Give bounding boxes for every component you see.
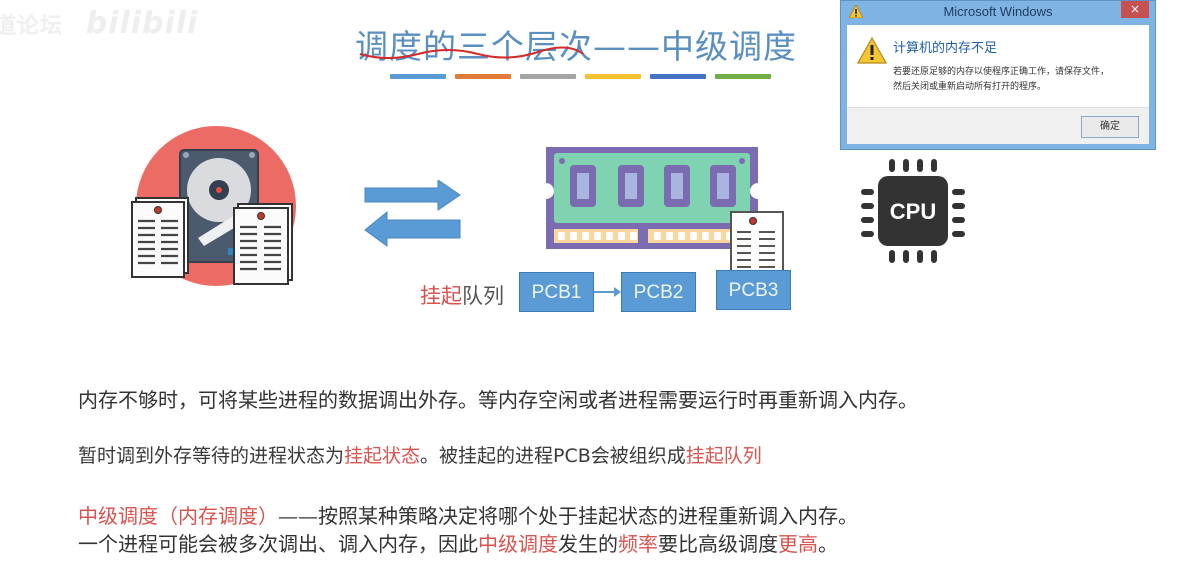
titlebar-warning-icon — [849, 5, 863, 18]
queue-link-arrow-icon — [594, 287, 621, 297]
ram-module-icon — [546, 147, 758, 249]
title-color-bar — [390, 74, 446, 79]
low-memory-dialog: Microsoft Windows × 计算机的内存不足 若要还原足够的内存以使… — [840, 0, 1156, 150]
dialog-ok-button[interactable]: 确定 — [1081, 116, 1139, 138]
title-color-bar — [585, 74, 641, 79]
text-segment: 发生的 — [558, 532, 618, 556]
dialog-close-button[interactable]: × — [1121, 1, 1149, 18]
pcb3-document-icon — [730, 211, 784, 274]
dialog-title: Microsoft Windows — [943, 4, 1053, 19]
text-segment: 。 — [818, 532, 838, 556]
suspend-queue-label: 挂起队列 — [420, 280, 504, 310]
pcb-2: PCB2 — [621, 272, 696, 312]
suspend-queue-label-grey: 队列 — [462, 284, 504, 308]
title-color-bar — [455, 74, 511, 79]
highlighted-term: 中级调度 — [478, 532, 558, 556]
cpu-label: CPU — [890, 199, 936, 224]
warning-icon — [857, 37, 887, 64]
text-segment: 。被挂起的进程PCB会被组织成 — [420, 445, 686, 467]
highlighted-term: 中级调度（内存调度） — [78, 504, 278, 528]
paragraph-suspend-state: 暂时调到外存等待的进程状态为挂起状态。被挂起的进程PCB会被组织成挂起队列 — [78, 441, 762, 468]
cpu-icon: CPU — [861, 159, 965, 263]
text-segment: 暂时调到外存等待的进程状态为 — [78, 445, 345, 467]
highlighted-term: 挂起状态 — [344, 445, 421, 467]
dialog-message-line-1: 若要还原足够的内存以使程序正确工作，请保存文件， — [893, 67, 1110, 77]
dialog-message: 若要还原足够的内存以使程序正确工作，请保存文件， 然后关闭或重新启动所有打开的程… — [893, 65, 1143, 95]
dialog-titlebar[interactable]: Microsoft Windows × — [841, 1, 1155, 25]
paragraph-medium-scheduling-frequency: 一个进程可能会被多次调出、调入内存，因此中级调度发生的频率要比高级调度更高。 — [78, 528, 838, 557]
suspend-queue-label-red: 挂起 — [420, 284, 462, 308]
highlighted-term: 挂起队列 — [685, 445, 762, 467]
slide-title: 调度的三个层次——中级调度 — [355, 27, 797, 66]
text-segment: 要比高级调度 — [658, 532, 778, 556]
paragraph-memory-shortage: 内存不够时，可将某些进程的数据调出外存。等内存空闲或者进程需要运行时再重新调入内… — [78, 388, 918, 412]
swap-arrows-icon — [364, 180, 461, 247]
title-annotation-underline — [359, 46, 584, 59]
title-color-bars — [390, 74, 771, 79]
dialog-body: 计算机的内存不足 若要还原足够的内存以使程序正确工作，请保存文件， 然后关闭或重… — [847, 25, 1149, 107]
dialog-message-line-2: 然后关闭或重新启动所有打开的程序。 — [893, 82, 1047, 92]
highlighted-term: 频率 — [618, 532, 658, 556]
watermark-text: 道论坛 — [0, 14, 64, 39]
title-color-bar — [650, 74, 706, 79]
hard-disk-with-documents-icon — [131, 126, 296, 286]
title-color-bar — [520, 74, 576, 79]
dialog-footer: 确定 — [847, 107, 1149, 144]
bilibili-logo: bilibili — [85, 6, 199, 41]
title-color-bar — [715, 74, 771, 79]
dialog-heading: 计算机的内存不足 — [893, 41, 998, 56]
pcb-3: PCB3 — [716, 270, 791, 310]
watermark: 道论坛 bilibili — [0, 6, 198, 41]
pcb-1: PCB1 — [519, 272, 594, 312]
paragraph-medium-scheduling-definition: 中级调度（内存调度）——按照某种策略决定将哪个处于挂起状态的进程重新调入内存。 — [78, 500, 858, 529]
text-segment: 一个进程可能会被多次调出、调入内存，因此 — [78, 532, 478, 556]
highlighted-term: 更高 — [778, 532, 818, 556]
text-segment: ——按照某种策略决定将哪个处于挂起状态的进程重新调入内存。 — [278, 504, 858, 528]
